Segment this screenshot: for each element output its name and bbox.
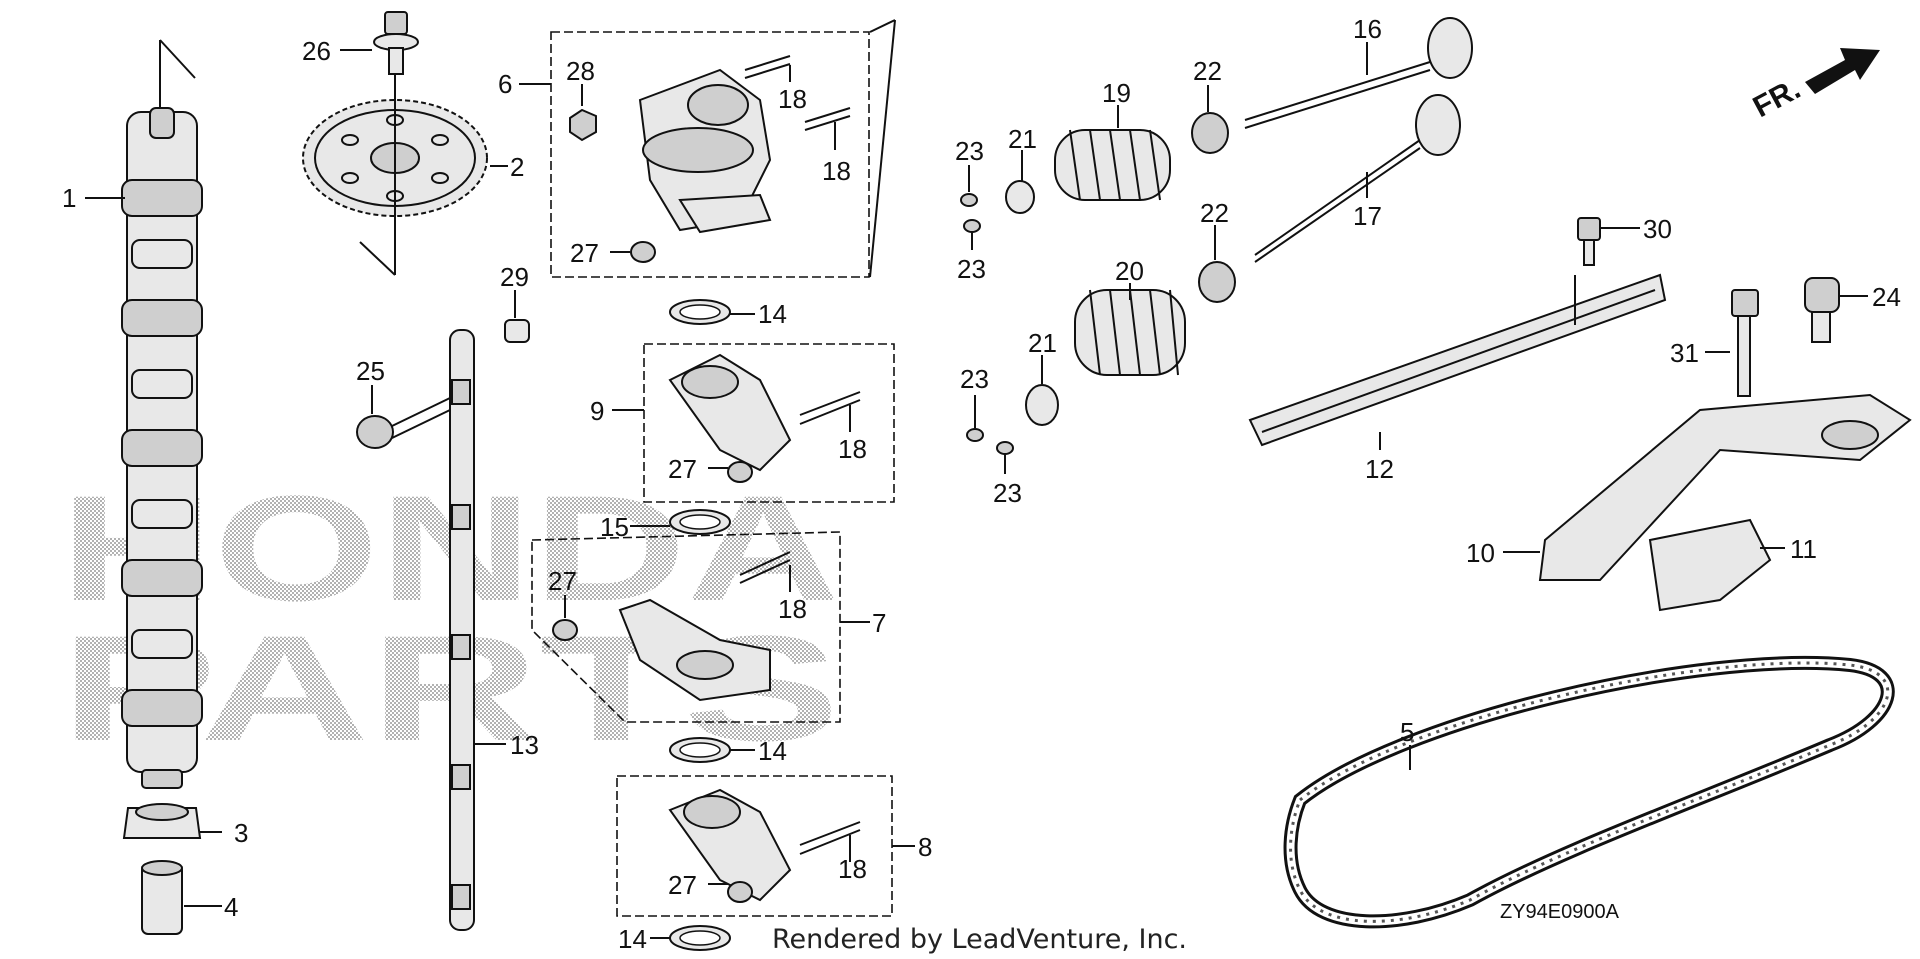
callout-7[interactable]: 7 [872, 608, 886, 638]
callout-16[interactable]: 16 [1353, 14, 1382, 44]
callout-30[interactable]: 30 [1643, 214, 1672, 244]
spring-lower[interactable] [1074, 289, 1186, 376]
callout-18-c[interactable]: 18 [838, 434, 867, 464]
callout-12[interactable]: 12 [1365, 454, 1394, 484]
pivot-bolt-part[interactable] [1804, 277, 1840, 343]
adjust-screw-6b[interactable] [804, 107, 851, 131]
front-direction-label: FR. [1748, 72, 1806, 124]
callout-10[interactable]: 10 [1466, 538, 1495, 568]
lifter-bolt-part[interactable] [1731, 289, 1759, 397]
callout-8[interactable]: 8 [918, 832, 932, 862]
seal-lower[interactable] [1198, 261, 1236, 303]
callout-29[interactable]: 29 [500, 262, 529, 292]
callout-9[interactable]: 9 [590, 396, 604, 426]
callout-23-b[interactable]: 23 [957, 254, 986, 284]
seal-upper[interactable] [1191, 112, 1229, 154]
cotter-lower-b[interactable] [996, 441, 1014, 455]
callout-25[interactable]: 25 [356, 356, 385, 386]
shaft-bolt-part[interactable] [356, 397, 451, 449]
thrust-washer-top[interactable] [669, 299, 731, 325]
rocker-arm-8[interactable] [668, 788, 792, 902]
nut-part-8[interactable] [727, 881, 753, 903]
callout-23-d[interactable]: 23 [993, 478, 1022, 508]
cotter-lower-a[interactable] [966, 428, 984, 442]
callout-20[interactable]: 20 [1115, 256, 1144, 286]
callout-18-e[interactable]: 18 [838, 854, 867, 884]
callout-21-lower[interactable]: 21 [1028, 328, 1057, 358]
callout-17[interactable]: 17 [1353, 201, 1382, 231]
adjust-screw-6a[interactable] [744, 55, 791, 79]
callout-15[interactable]: 15 [600, 512, 629, 542]
intake-valve[interactable] [1244, 17, 1473, 129]
tensioner-arm-part[interactable] [1538, 393, 1912, 581]
spring-upper[interactable] [1054, 129, 1171, 201]
rocker-arm-7[interactable] [618, 598, 771, 702]
callout-22-upper[interactable]: 22 [1193, 56, 1222, 86]
callout-2[interactable]: 2 [510, 152, 524, 182]
adjust-screw-9[interactable] [799, 391, 861, 425]
callout-27-d[interactable]: 27 [668, 870, 697, 900]
callout-22-lower[interactable]: 22 [1200, 198, 1229, 228]
callout-3[interactable]: 3 [234, 818, 248, 848]
cam-plug-part[interactable] [141, 860, 183, 935]
thrust-washer-15[interactable] [669, 509, 731, 535]
callout-28[interactable]: 28 [566, 56, 595, 86]
rocker-arm-assembly-6[interactable] [638, 68, 772, 234]
callout-13[interactable]: 13 [510, 730, 539, 760]
callout-11[interactable]: 11 [1790, 534, 1817, 564]
retainer-upper[interactable] [1005, 180, 1035, 214]
retainer-lower[interactable] [1025, 384, 1059, 426]
diagram-code: ZY94E0900A [1500, 901, 1620, 923]
callout-23-c[interactable]: 23 [960, 364, 989, 394]
nut-part-6[interactable] [630, 241, 656, 263]
tensioner-lifter-part[interactable] [1648, 518, 1772, 612]
callout-27-c[interactable]: 27 [548, 566, 577, 596]
adjust-screw-7[interactable] [739, 551, 791, 584]
camshaft-part[interactable] [121, 39, 203, 789]
callout-27-b[interactable]: 27 [668, 454, 697, 484]
nut-part-7[interactable] [552, 619, 578, 641]
callout-14-middle[interactable]: 14 [758, 736, 787, 766]
callout-1[interactable]: 1 [62, 183, 76, 213]
thrust-washer-bottom[interactable] [669, 925, 731, 951]
front-direction-arrow-icon [1805, 48, 1880, 94]
callout-23-a[interactable]: 23 [955, 136, 984, 166]
exhaust-valve[interactable] [1254, 94, 1461, 263]
render-credit: Rendered by LeadVenture, Inc. [772, 924, 1187, 955]
callout-31[interactable]: 31 [1670, 338, 1699, 368]
callout-27-a[interactable]: 27 [570, 238, 599, 268]
rocker-arm-9[interactable] [668, 353, 792, 472]
cotter-upper-b[interactable] [963, 219, 981, 233]
dowel-pin-part[interactable] [504, 319, 530, 343]
callout-21-upper[interactable]: 21 [1008, 124, 1037, 154]
thrust-washer-middle[interactable] [669, 737, 731, 763]
locknut-part[interactable] [569, 108, 597, 142]
nut-part-9[interactable] [727, 461, 753, 483]
callout-14-bottom[interactable]: 14 [618, 924, 647, 954]
cam-holder-part[interactable] [122, 803, 202, 839]
cam-chain-part[interactable] [1283, 655, 1895, 929]
chain-guide-part[interactable] [1248, 273, 1667, 447]
gear-bolt-part[interactable] [373, 11, 419, 75]
guide-bolt-part[interactable] [1577, 217, 1601, 266]
callout-18-a[interactable]: 18 [778, 84, 807, 114]
callout-4[interactable]: 4 [224, 892, 238, 922]
callout-5[interactable]: 5 [1400, 717, 1414, 747]
adjust-screw-8[interactable] [799, 821, 861, 855]
callout-14-top[interactable]: 14 [758, 299, 787, 329]
callout-24[interactable]: 24 [1872, 282, 1901, 312]
callout-6[interactable]: 6 [498, 69, 512, 99]
callout-18-b[interactable]: 18 [822, 156, 851, 186]
callout-19[interactable]: 19 [1102, 78, 1131, 108]
callout-18-d[interactable]: 18 [778, 594, 807, 624]
cotter-upper-a[interactable] [960, 193, 978, 207]
callout-26[interactable]: 26 [302, 36, 331, 66]
rocker-shaft-part[interactable] [449, 329, 475, 931]
